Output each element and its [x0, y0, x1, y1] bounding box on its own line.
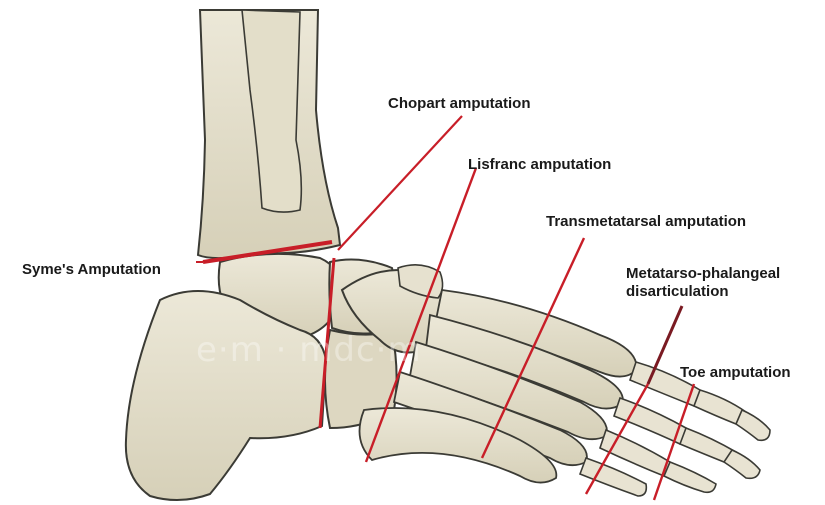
chopart-leader-line [338, 116, 462, 250]
label-lisfranc-amputation: Lisfranc amputation [468, 156, 611, 174]
label-symes-amputation: Syme's Amputation [22, 261, 161, 279]
label-metatarso-phalangeal-disarticulation: Metatarso-phalangeal disarticulation [626, 265, 801, 301]
label-chopart-amputation: Chopart amputation [388, 95, 531, 113]
label-transmetatarsal-amputation: Transmetatarsal amputation [546, 213, 746, 231]
label-metatarso-line2: disarticulation [626, 283, 801, 301]
label-metatarso-line1: Metatarso-phalangeal [626, 265, 801, 283]
label-toe-amputation: Toe amputation [680, 364, 791, 382]
watermark: e·m · mdc·m [196, 330, 422, 370]
